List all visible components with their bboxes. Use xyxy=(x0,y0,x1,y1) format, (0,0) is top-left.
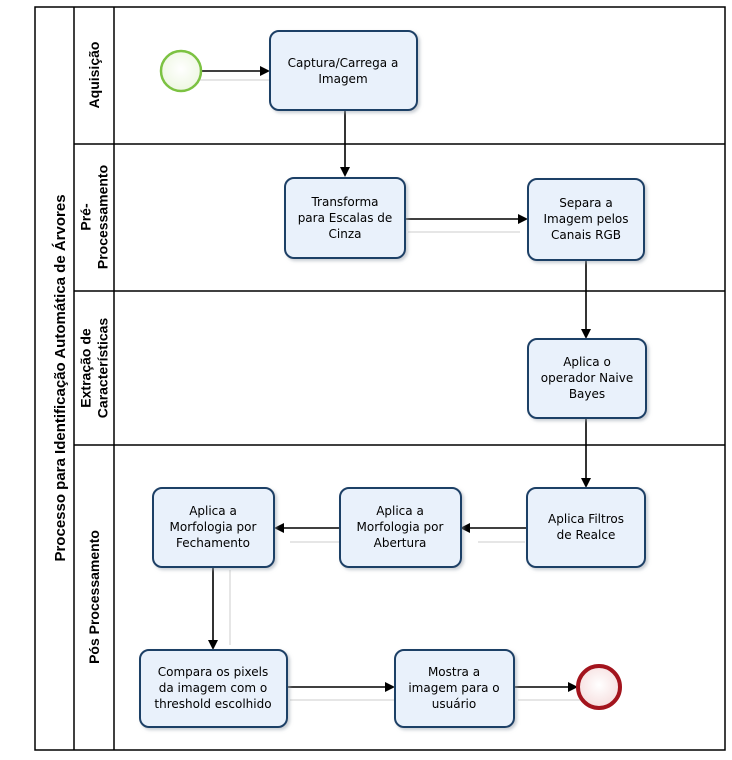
task-label-line: usuário xyxy=(432,697,476,711)
task-label-line: Transforma xyxy=(310,195,378,209)
lane-label-line: Extração de xyxy=(78,328,94,408)
task-label-line: Abertura xyxy=(374,536,427,550)
tasks: Captura/Carrega a Imagem Transforma para E… xyxy=(139,30,647,728)
task-label-line: Aplica o xyxy=(563,355,611,369)
task-label-line: Aplica a xyxy=(189,504,237,518)
task-label-line: Imagem xyxy=(318,72,367,86)
task-label-line: operador Naive xyxy=(541,371,633,385)
task-mostra[interactable]: Mostra a imagem para o usuário xyxy=(394,649,515,728)
task-label-line: Imagem pelos xyxy=(543,212,628,226)
task-label-line: Compara os pixels xyxy=(158,665,269,679)
task-label-line: Bayes xyxy=(569,387,605,401)
task-transforma[interactable]: Transforma para Escalas de Cinza xyxy=(284,177,406,259)
task-transforma-label: Transforma para Escalas de Cinza xyxy=(298,195,393,241)
lane-label-line: Pré- xyxy=(78,203,94,231)
end-event[interactable] xyxy=(576,664,622,710)
task-filtros[interactable]: Aplica Filtros de Realce xyxy=(526,487,646,568)
task-label-line: Captura/Carrega a xyxy=(288,56,399,70)
task-label-line: Aplica a xyxy=(376,504,424,518)
task-label-line: threshold escolhido xyxy=(154,697,271,711)
task-label-line: Cinza xyxy=(329,227,362,241)
start-event[interactable] xyxy=(159,49,203,93)
task-label-line: imagem para o xyxy=(408,681,499,695)
task-compara-label: Compara os pixels da imagem com o threshol… xyxy=(154,665,271,711)
task-filtros-label: Aplica Filtros de Realce xyxy=(548,512,624,542)
decorative-shadow-lines xyxy=(200,79,580,701)
task-label-line: Mostra a xyxy=(428,665,480,679)
task-label-line: Fechamento xyxy=(176,536,250,550)
task-label-line: Separa a xyxy=(559,196,612,210)
task-captura-label: Captura/Carrega a Imagem xyxy=(288,56,399,86)
task-label-line: Morfologia por xyxy=(357,520,444,534)
lane-label-pre: Pré-Processamento xyxy=(78,165,111,269)
lane-label-line: Processamento xyxy=(95,165,111,269)
lane-label-pos: Pós Processamento xyxy=(86,530,102,664)
lane-label-aquisicao: Aquisição xyxy=(86,42,102,109)
task-compara[interactable]: Compara os pixels da imagem com o threshol… xyxy=(139,649,288,728)
lane-label-line: Aquisição xyxy=(86,42,102,109)
task-label-line: da imagem com o xyxy=(159,681,267,695)
lane-label-line: Pós Processamento xyxy=(86,530,102,664)
sequence-flows xyxy=(202,66,591,692)
task-label-line: Canais RGB xyxy=(551,228,621,242)
lane-label-extracao: Extração deCaracterísticas xyxy=(78,318,111,419)
task-label-line: Morfologia por xyxy=(170,520,257,534)
task-captura[interactable]: Captura/Carrega a Imagem xyxy=(269,30,418,111)
lane-label-line: Características xyxy=(95,318,111,419)
task-label-line: Aplica Filtros xyxy=(548,512,624,526)
task-mostra-label: Mostra a imagem para o usuário xyxy=(408,665,499,711)
pool-title: Processo para Identificação Automática d… xyxy=(52,194,69,561)
task-label-line: para Escalas de xyxy=(298,211,393,225)
task-label-line: de Realce xyxy=(557,528,616,542)
